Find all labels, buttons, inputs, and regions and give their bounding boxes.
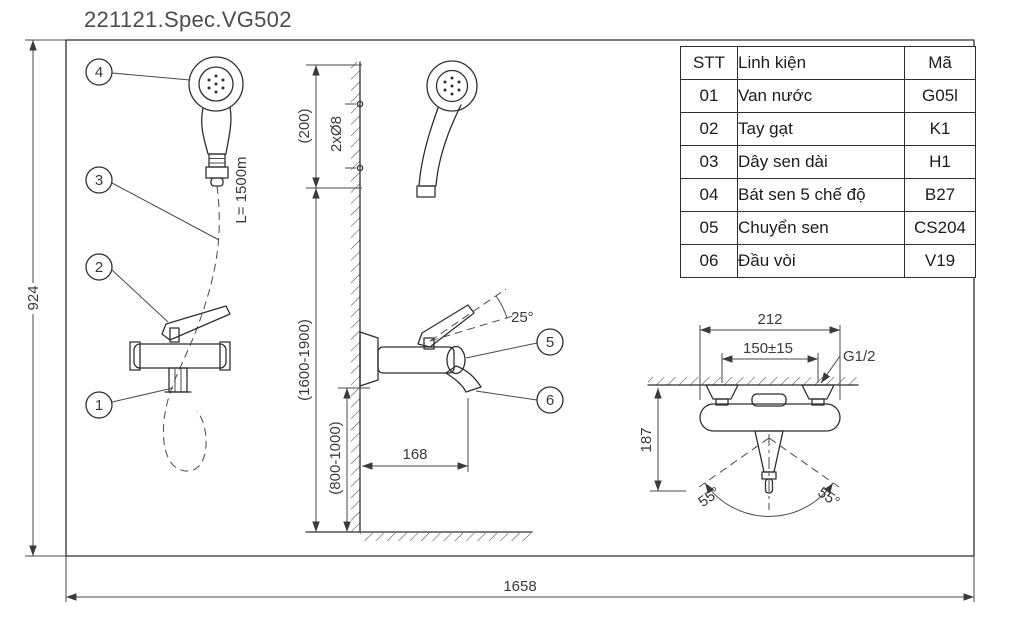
table-row: 01 Van nước G05l: [680, 79, 976, 113]
callout-1: 1: [85, 387, 174, 419]
dim-body-width-label: 212: [757, 311, 782, 328]
mixer-side-view: [359, 304, 482, 393]
dim-thread-size: G1/2: [820, 348, 876, 384]
cell-code: K1: [904, 112, 976, 146]
dim-hose-length-label: L= 1500m: [233, 156, 250, 223]
table-row: 02 Tay gạt K1: [680, 112, 976, 146]
page-title: 221121.Spec.VG502: [84, 7, 292, 32]
dim-lever-angle-label: 25°: [511, 309, 534, 326]
callout-6: 6: [475, 386, 564, 414]
dim-mount-holes-label: 2xØ8: [328, 116, 345, 152]
dim-inlet-spacing-label: 150±15: [743, 340, 793, 357]
dim-swing-right-label: 55°: [814, 484, 842, 511]
dim-overall-height-label: 924: [25, 285, 42, 310]
cell-stt: 03: [680, 145, 738, 179]
dim-spout-height: (800-1000): [327, 387, 370, 532]
dim-overall-height: 924: [25, 39, 66, 557]
col-header-part: Linh kiện: [737, 46, 905, 80]
wall-section: [305, 61, 533, 541]
table-header-row: STT Linh kiện Mã: [680, 46, 976, 80]
cell-part: Đầu vòi: [737, 244, 905, 278]
table-row: 04 Bát sen 5 chế độ B27: [680, 178, 976, 212]
dim-lever-swing: 55° 55°: [695, 434, 843, 517]
callout-5-label: 5: [546, 334, 554, 351]
cell-part: Chuyển sen: [737, 211, 905, 245]
callout-2: 2: [85, 253, 169, 323]
cell-code: H1: [904, 145, 976, 179]
shower-hose-dashed: [162, 185, 220, 472]
cell-part: Dây sen dài: [737, 145, 905, 179]
cell-stt: 04: [680, 178, 738, 212]
dim-overall-width: 1658: [65, 556, 975, 602]
table-row: 05 Chuyển sen CS204: [680, 211, 976, 245]
cell-part: Bát sen 5 chế độ: [737, 178, 905, 212]
hand-shower-left-view: [188, 56, 244, 187]
dim-lever-angle: 25°: [429, 288, 534, 342]
callout-6-label: 6: [546, 392, 554, 409]
callout-3-label: 3: [95, 172, 103, 189]
mixer-front-left-view: [129, 305, 231, 393]
front-view-wall: [647, 377, 859, 386]
dim-mount-holes: 2xØ8: [328, 100, 364, 172]
dim-spout-height-label: (800-1000): [327, 421, 344, 494]
dim-thread-size-label: G1/2: [843, 348, 876, 365]
cell-stt: 01: [680, 79, 738, 113]
cell-code: B27: [904, 178, 976, 212]
callout-3: 3: [85, 166, 220, 241]
callout-5: 5: [465, 328, 564, 359]
table-row: 03 Dây sen dài H1: [680, 145, 976, 179]
cell-stt: 02: [680, 112, 738, 146]
dim-mixer-height-label: (1600-1900): [296, 319, 313, 401]
callout-4-label: 4: [95, 64, 103, 81]
dim-front-height: 187: [638, 388, 686, 492]
dim-mixer-height: (1600-1900): [296, 188, 320, 532]
dim-shower-offset-label: (200): [296, 108, 313, 143]
cell-stt: 05: [680, 211, 738, 245]
dim-inlet-spacing: 150±15: [721, 340, 819, 383]
dim-body-width: 212: [699, 311, 841, 400]
dim-front-height-label: 187: [638, 427, 655, 452]
hand-shower-wall-view: [416, 60, 478, 198]
table-row: 06 Đầu vòi V19: [680, 244, 976, 278]
col-header-stt: STT: [680, 46, 738, 80]
cell-code: V19: [904, 244, 976, 278]
cell-code: CS204: [904, 211, 976, 245]
parts-table: STT Linh kiện Mã 01 Van nước G05l 02 Tay…: [680, 46, 976, 278]
col-header-code: Mã: [904, 46, 976, 80]
cell-code: G05l: [904, 79, 976, 113]
dim-spout-reach-label: 168: [402, 446, 427, 463]
cell-part: Van nước: [737, 79, 905, 113]
cell-stt: 06: [680, 244, 738, 278]
dim-overall-width-label: 1658: [503, 578, 536, 595]
callout-2-label: 2: [95, 259, 103, 276]
callout-1-label: 1: [95, 397, 103, 414]
callout-4: 4: [85, 58, 191, 86]
cell-part: Tay gạt: [737, 112, 905, 146]
dim-swing-left-label: 55°: [695, 484, 723, 511]
dim-spout-reach: 168: [362, 398, 469, 472]
drawing-frame: [65, 39, 975, 557]
